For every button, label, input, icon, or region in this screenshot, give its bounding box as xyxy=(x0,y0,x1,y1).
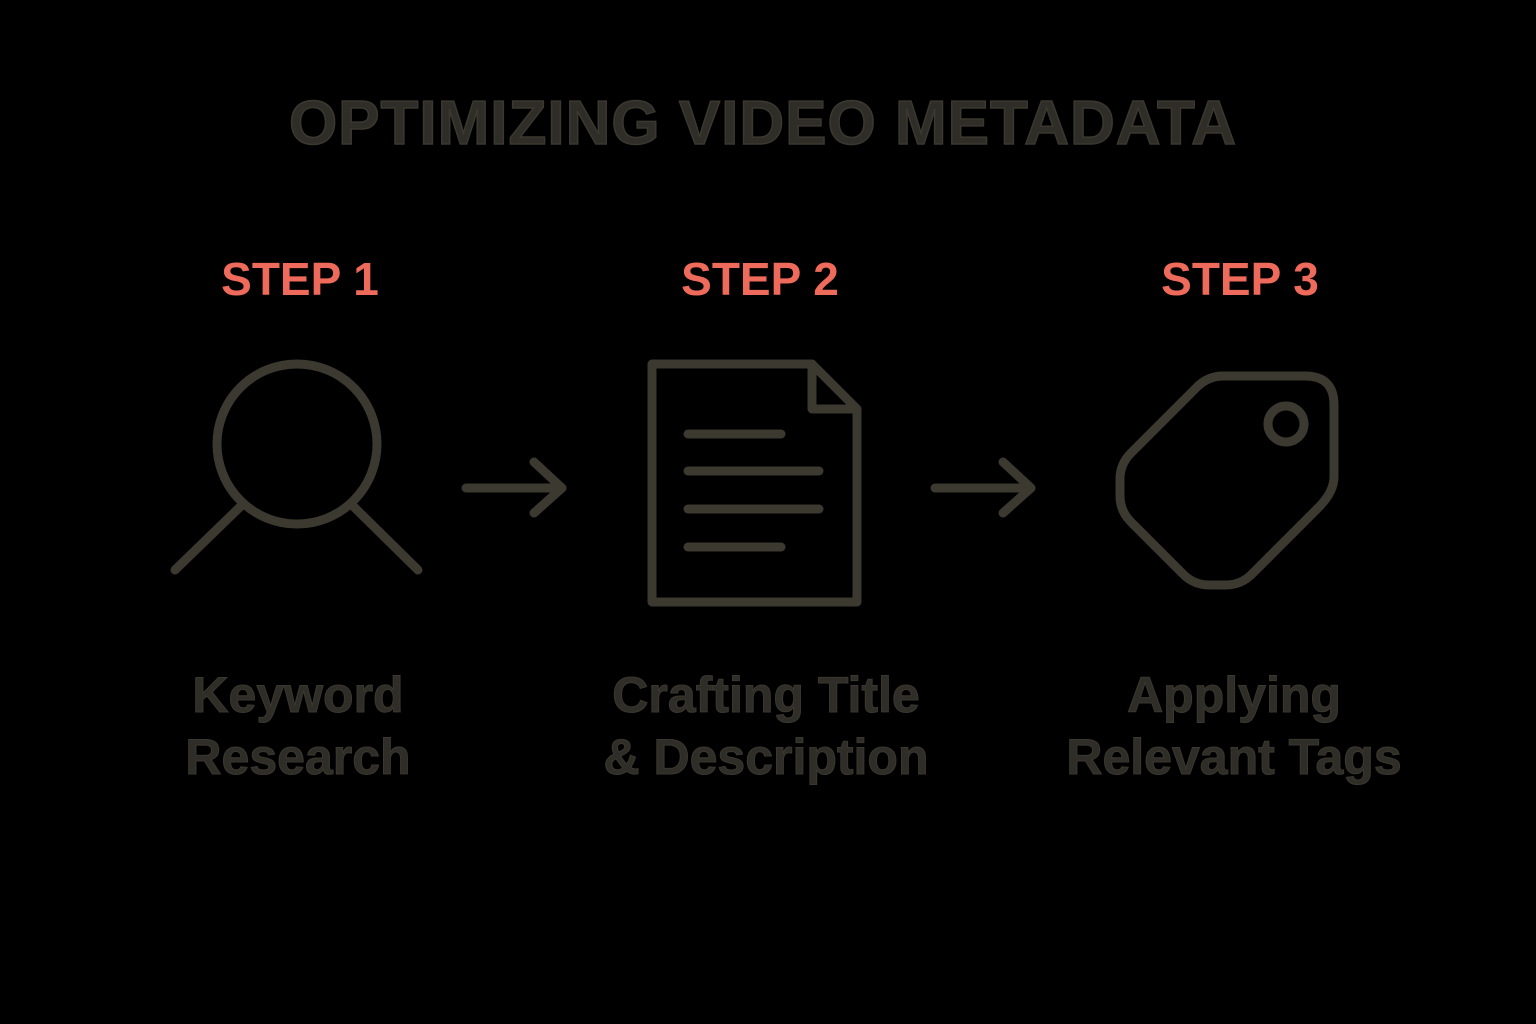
arrow-right-icon xyxy=(461,457,567,518)
step-2-label: STEP 2 xyxy=(681,253,839,305)
step-1-description-line-2: Research xyxy=(185,729,411,786)
step-1-label: STEP 1 xyxy=(221,253,379,305)
diagram-title: OPTIMIZING VIDEO METADATA xyxy=(288,88,1238,159)
step-1-description: Keyword Research xyxy=(88,664,508,788)
tag-icon xyxy=(1115,371,1339,590)
step-2-description: Crafting Title & Description xyxy=(556,664,976,788)
arrow-right-icon xyxy=(930,457,1036,518)
step-2-description-line-1: Crafting Title xyxy=(612,667,920,724)
step-3-description-line-1: Applying xyxy=(1127,667,1342,724)
step-3-label: STEP 3 xyxy=(1161,253,1319,305)
step-3-description: Applying Relevant Tags xyxy=(1024,664,1444,788)
step-1-description-line-1: Keyword xyxy=(192,667,404,724)
step-3-description-line-2: Relevant Tags xyxy=(1066,729,1402,786)
document-icon xyxy=(647,359,862,607)
search-icon xyxy=(170,359,423,575)
step-2-description-line-2: & Description xyxy=(603,729,929,786)
